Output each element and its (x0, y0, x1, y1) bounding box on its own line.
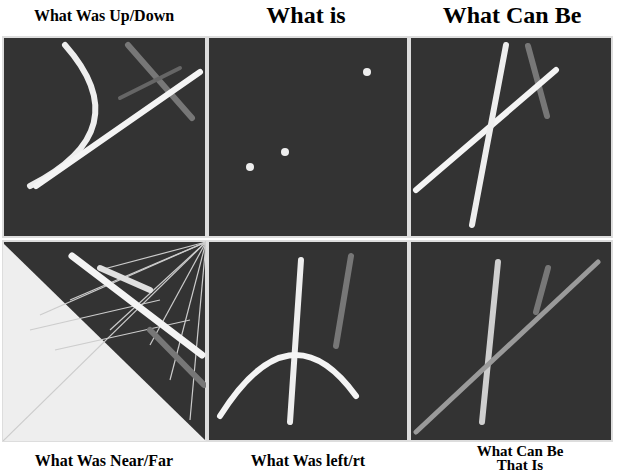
panel-caption: What Was left/rt (251, 452, 365, 470)
panel-caption: What is (266, 2, 345, 28)
panel-caption: What Can Be (443, 2, 582, 28)
panel-caption: What Was Near/Far (35, 452, 173, 470)
panel-caption: What Was Up/Down (34, 7, 174, 25)
panel-caption: What Can Be That Is (465, 444, 575, 473)
